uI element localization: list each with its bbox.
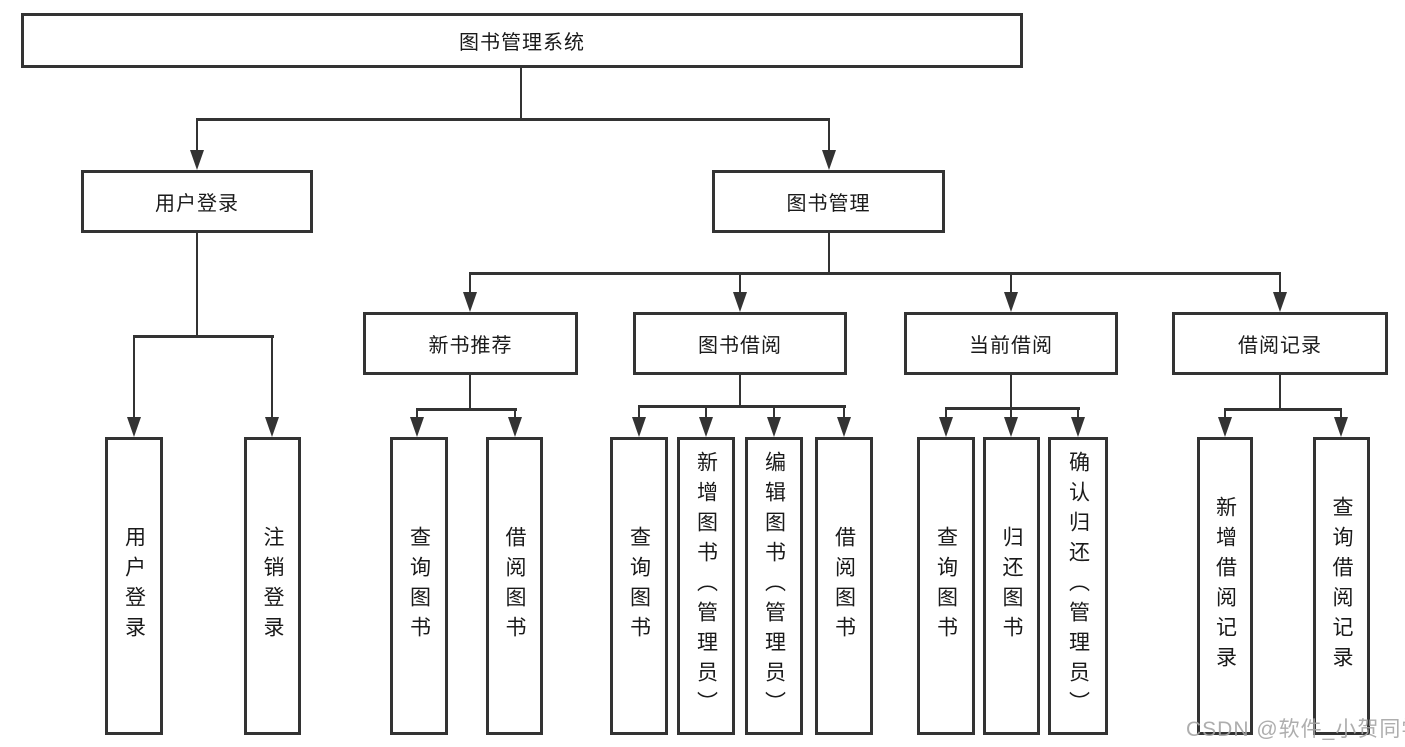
node-user-login-group-label: 用户登录 bbox=[155, 193, 239, 215]
leaf-records-query-record: 查询借阅记录 bbox=[1313, 437, 1370, 735]
connector-records-arrow2-stem bbox=[1339, 408, 1343, 417]
connector-current-vline bbox=[1009, 375, 1013, 407]
leaf-records-add-record: 新增借阅记录 bbox=[1197, 437, 1253, 735]
leaf-current-query-books: 查询图书 bbox=[917, 437, 975, 735]
connector-recommend-vline bbox=[468, 375, 472, 408]
leaf-records-query-record-label: 查询借阅记录 bbox=[1330, 496, 1353, 676]
node-borrowing-records: 借阅记录 bbox=[1172, 312, 1388, 375]
arrow-down-icon bbox=[463, 292, 477, 312]
node-book-management-label: 图书管理 bbox=[786, 193, 871, 215]
node-borrowing-records-label: 借阅记录 bbox=[1238, 335, 1322, 357]
leaf-logout: 注销登录 bbox=[244, 437, 301, 735]
connector-records-vline bbox=[1278, 375, 1282, 408]
arrow-down-icon bbox=[190, 150, 204, 170]
node-root-label: 图书管理系统 bbox=[459, 32, 585, 54]
connector-records-hline bbox=[1223, 408, 1343, 411]
arrow-down-icon bbox=[837, 417, 851, 437]
connector-bookmgmt-hline bbox=[468, 272, 1282, 275]
node-book-borrowing: 图书借阅 bbox=[633, 312, 847, 375]
connector-records-arrow1-stem bbox=[1223, 408, 1227, 417]
leaf-current-confirm-return-admin-label: 确认归还（管理员） bbox=[1066, 451, 1090, 721]
connector-recommend-arrow1-stem bbox=[415, 408, 419, 417]
csdn-watermark: CSDN @软件_小贺同学 bbox=[1186, 718, 1405, 741]
arrow-down-icon bbox=[508, 417, 522, 437]
leaf-recommend-borrow-books: 借阅图书 bbox=[486, 437, 543, 735]
connector-userlogin-vline bbox=[195, 233, 199, 335]
leaf-current-return-books: 归还图书 bbox=[983, 437, 1040, 735]
leaf-borrowing-query-books: 查询图书 bbox=[610, 437, 668, 735]
arrow-down-icon bbox=[1273, 292, 1287, 312]
leaf-borrowing-borrow-books-label: 借阅图书 bbox=[832, 526, 856, 646]
connector-root-arrow1-stem bbox=[195, 118, 199, 150]
arrow-down-icon bbox=[1004, 417, 1018, 437]
connector-root-vline bbox=[519, 67, 523, 118]
connector-bookmgmt-vline bbox=[827, 233, 831, 272]
connector-borrowing-arrow4-stem bbox=[842, 405, 846, 417]
leaf-current-confirm-return-admin: 确认归还（管理员） bbox=[1048, 437, 1108, 735]
arrow-down-icon bbox=[733, 292, 747, 312]
connector-borrowing-arrow1-stem bbox=[637, 405, 641, 417]
connector-userlogin-hline bbox=[132, 335, 274, 338]
arrow-down-icon bbox=[410, 417, 424, 437]
leaf-records-add-record-label: 新增借阅记录 bbox=[1213, 496, 1237, 676]
connector-bookmgmt-arrow2-stem bbox=[738, 272, 742, 292]
arrow-down-icon bbox=[632, 417, 646, 437]
node-current-borrowing: 当前借阅 bbox=[904, 312, 1118, 375]
arrow-down-icon bbox=[265, 417, 279, 437]
node-current-borrowing-label: 当前借阅 bbox=[969, 335, 1053, 357]
connector-borrowing-hline bbox=[637, 405, 847, 408]
connector-recommend-arrow2-stem bbox=[513, 408, 517, 417]
connector-current-hline bbox=[944, 407, 1081, 410]
connector-borrowing-vline bbox=[738, 375, 742, 405]
leaf-borrowing-borrow-books: 借阅图书 bbox=[815, 437, 873, 735]
connector-bookmgmt-arrow3-stem bbox=[1009, 272, 1013, 292]
connector-recommend-hline bbox=[415, 408, 518, 411]
leaf-borrowing-add-books-admin-label: 新增图书（管理员） bbox=[694, 451, 718, 721]
arrow-down-icon bbox=[1334, 417, 1348, 437]
node-root: 图书管理系统 bbox=[21, 13, 1023, 68]
arrow-down-icon bbox=[1071, 417, 1085, 437]
connector-current-arrow3-stem bbox=[1076, 407, 1080, 417]
connector-current-arrow1-stem bbox=[944, 407, 948, 417]
leaf-recommend-borrow-books-label: 借阅图书 bbox=[503, 526, 526, 646]
leaf-borrowing-edit-books-admin: 编辑图书（管理员） bbox=[745, 437, 803, 735]
connector-root-arrow2-stem bbox=[827, 118, 831, 150]
leaf-borrowing-edit-books-admin-label: 编辑图书（管理员） bbox=[762, 451, 786, 721]
leaf-current-query-books-label: 查询图书 bbox=[934, 526, 958, 646]
arrow-down-icon bbox=[822, 150, 836, 170]
node-new-book-recommend: 新书推荐 bbox=[363, 312, 578, 375]
connector-current-arrow2-stem bbox=[1009, 407, 1013, 417]
connector-bookmgmt-arrow1-stem bbox=[468, 272, 472, 292]
arrow-down-icon bbox=[699, 417, 713, 437]
connector-userlogin-arrow2-stem bbox=[270, 335, 274, 417]
connector-borrowing-arrow2-stem bbox=[704, 405, 708, 417]
node-book-borrowing-label: 图书借阅 bbox=[698, 335, 782, 357]
leaf-logout-label: 注销登录 bbox=[261, 526, 284, 646]
arrow-down-icon bbox=[1218, 417, 1232, 437]
arrow-down-icon bbox=[939, 417, 953, 437]
arrow-down-icon bbox=[1004, 292, 1018, 312]
leaf-user-login-label: 用户登录 bbox=[122, 526, 146, 646]
connector-userlogin-arrow1-stem bbox=[132, 335, 136, 417]
node-new-book-recommend-label: 新书推荐 bbox=[428, 335, 513, 357]
arrow-down-icon bbox=[127, 417, 141, 437]
node-user-login-group: 用户登录 bbox=[81, 170, 313, 233]
leaf-current-return-books-label: 归还图书 bbox=[1000, 526, 1023, 646]
leaf-recommend-query-books-label: 查询图书 bbox=[407, 526, 431, 646]
leaf-borrowing-query-books-label: 查询图书 bbox=[627, 526, 651, 646]
connector-borrowing-arrow3-stem bbox=[772, 405, 776, 417]
node-book-management: 图书管理 bbox=[712, 170, 945, 233]
arrow-down-icon bbox=[767, 417, 781, 437]
leaf-borrowing-add-books-admin: 新增图书（管理员） bbox=[677, 437, 735, 735]
leaf-user-login: 用户登录 bbox=[105, 437, 163, 735]
connector-bookmgmt-arrow4-stem bbox=[1278, 272, 1282, 292]
connector-root-hline bbox=[195, 118, 831, 121]
leaf-recommend-query-books: 查询图书 bbox=[390, 437, 448, 735]
